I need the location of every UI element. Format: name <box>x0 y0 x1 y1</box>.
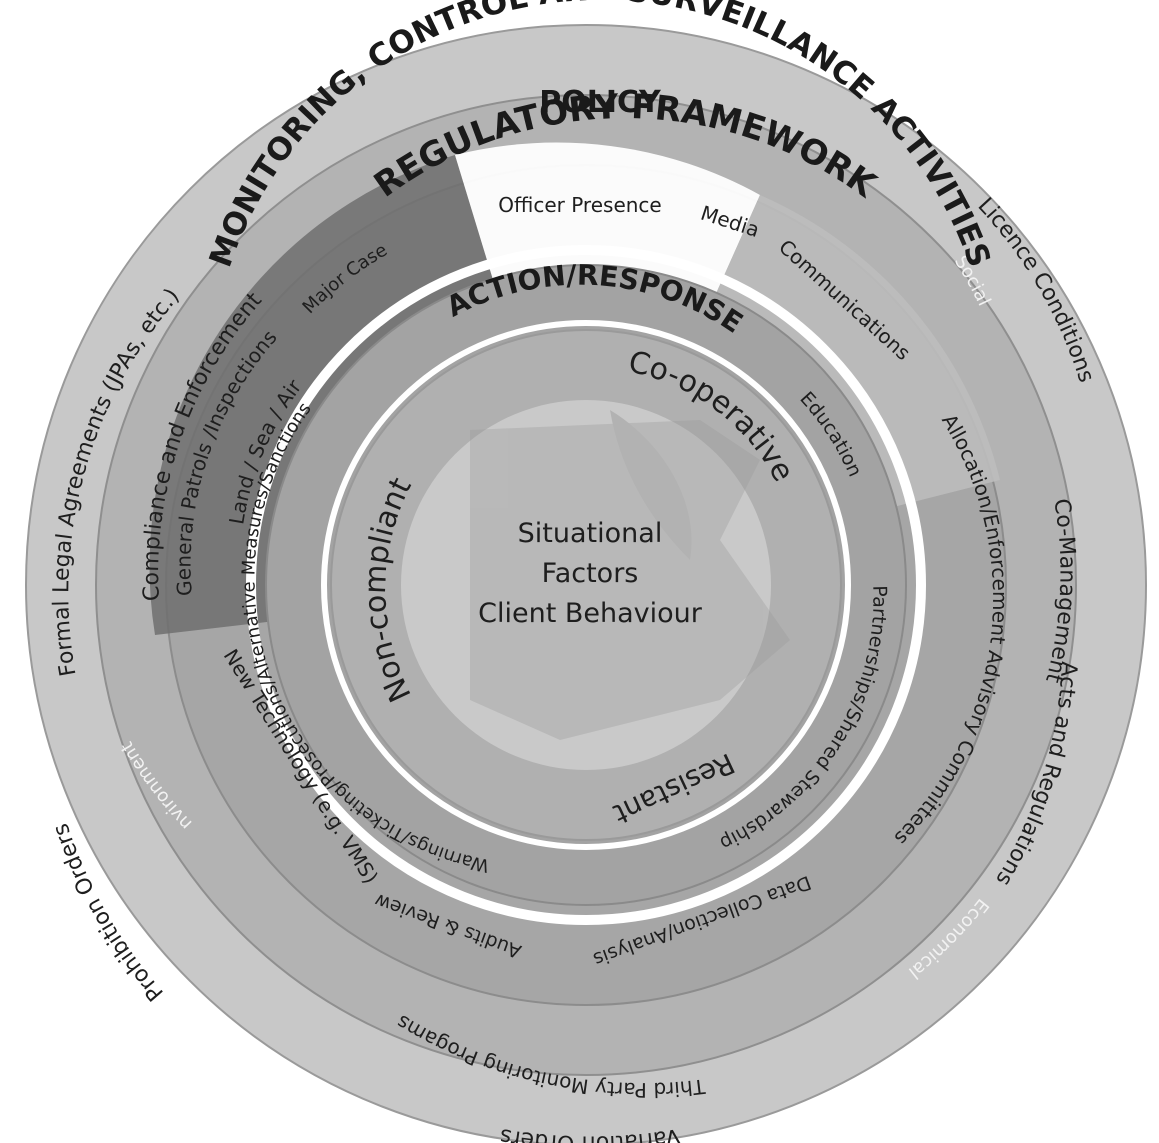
behaviour-ring-border <box>321 320 851 850</box>
center-client-behaviour: Client Behaviour <box>478 598 703 629</box>
center-situational: Situational <box>518 518 663 549</box>
fish-watermark-icon <box>470 410 790 740</box>
center-disc <box>401 400 771 770</box>
policy-label: POLICY <box>539 85 662 120</box>
officer-presence-label: Officer Presence <box>498 193 661 217</box>
center-factors: Factors <box>542 558 639 589</box>
action-response-ring-border <box>246 245 926 925</box>
